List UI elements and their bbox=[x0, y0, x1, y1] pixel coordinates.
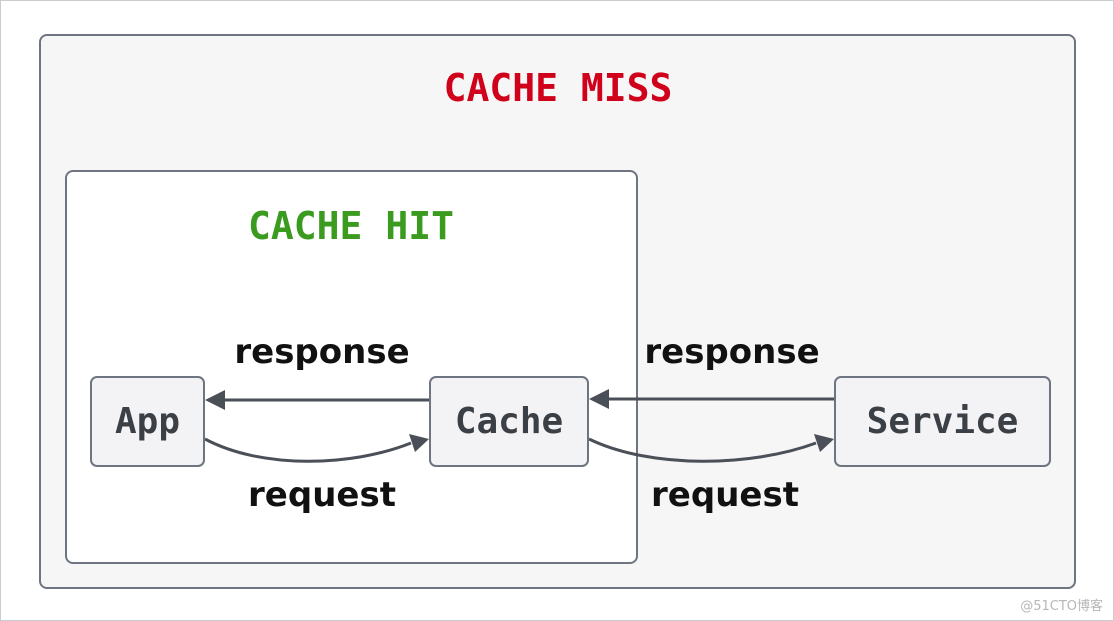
cache-hit-title: CACHE HIT bbox=[248, 204, 454, 248]
arrowhead-cache-request bbox=[409, 434, 429, 452]
arrowhead-cache-response bbox=[589, 389, 609, 409]
arrowhead-app-response bbox=[205, 390, 225, 410]
app-cache-request-label: request bbox=[248, 475, 396, 515]
app-node: App bbox=[90, 376, 205, 467]
edge-request-cache-to-service bbox=[588, 437, 817, 463]
cache-service-response-label: response bbox=[644, 332, 820, 372]
cache-miss-title: CACHE MISS bbox=[443, 66, 673, 110]
cache-node: Cache bbox=[429, 376, 589, 467]
cache-hit-group bbox=[65, 170, 638, 564]
edge-request-app-to-cache bbox=[204, 437, 412, 463]
app-cache-response-label: response bbox=[234, 332, 410, 372]
cache-service-request-label: request bbox=[651, 475, 799, 515]
watermark: @51CTO博客 bbox=[1020, 599, 1103, 614]
arrowhead-service-request bbox=[814, 434, 834, 452]
service-node: Service bbox=[834, 376, 1051, 467]
